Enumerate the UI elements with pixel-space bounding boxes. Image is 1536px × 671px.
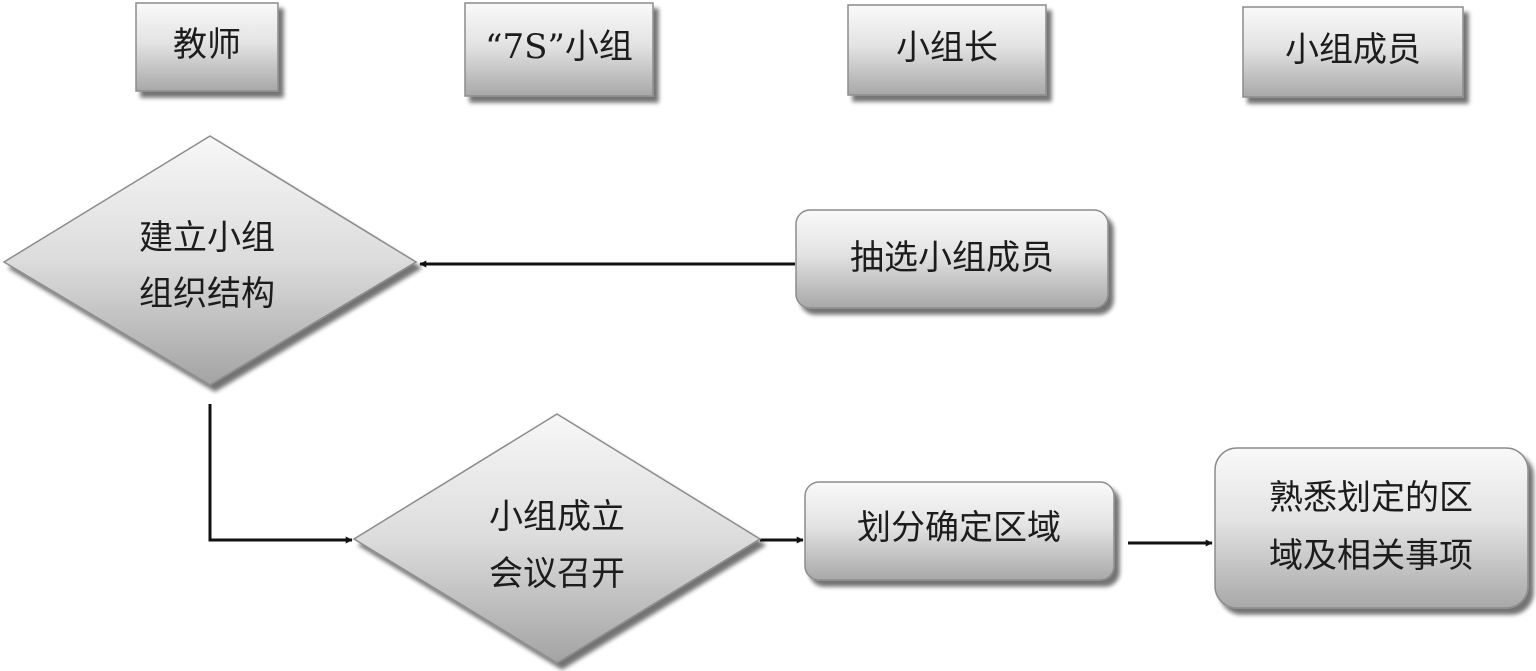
node-build-structure-line2: 组织结构 — [139, 274, 275, 314]
node-divide-areas-label: 划分确定区域 — [857, 508, 1061, 548]
node-build-structure: 建立小组 组织结构 — [2, 135, 418, 386]
lane-header-teacher: 教师 — [135, 2, 279, 92]
node-familiarize-line2: 域及相关事项 — [1269, 536, 1473, 576]
lane-header-leader: 小组长 — [847, 4, 1047, 96]
lane-label-members: 小组成员 — [1285, 30, 1421, 70]
lane-label-leader: 小组长 — [896, 28, 998, 68]
lane-label-7s-group: “7S”小组 — [485, 27, 633, 67]
node-familiarize: 熟悉划定的区 域及相关事项 — [1214, 447, 1529, 609]
node-kickoff-meeting-line1: 小组成立 — [489, 497, 625, 537]
lane-header-7s-group: “7S”小组 — [464, 2, 654, 97]
node-kickoff-meeting-line2: 会议召开 — [489, 554, 625, 594]
lane-label-teacher: 教师 — [173, 25, 241, 65]
node-select-members-label: 抽选小组成员 — [850, 238, 1054, 278]
node-familiarize-line1: 熟悉划定的区 — [1269, 478, 1473, 518]
node-divide-areas: 划分确定区域 — [804, 481, 1115, 581]
node-kickoff-meeting: 小组成立 会议召开 — [352, 413, 762, 664]
lane-header-members: 小组成员 — [1242, 6, 1464, 98]
node-select-members: 抽选小组成员 — [795, 209, 1109, 309]
node-build-structure-line1: 建立小组 — [139, 218, 275, 258]
arrow-build-to-kickoff — [208, 404, 353, 544]
